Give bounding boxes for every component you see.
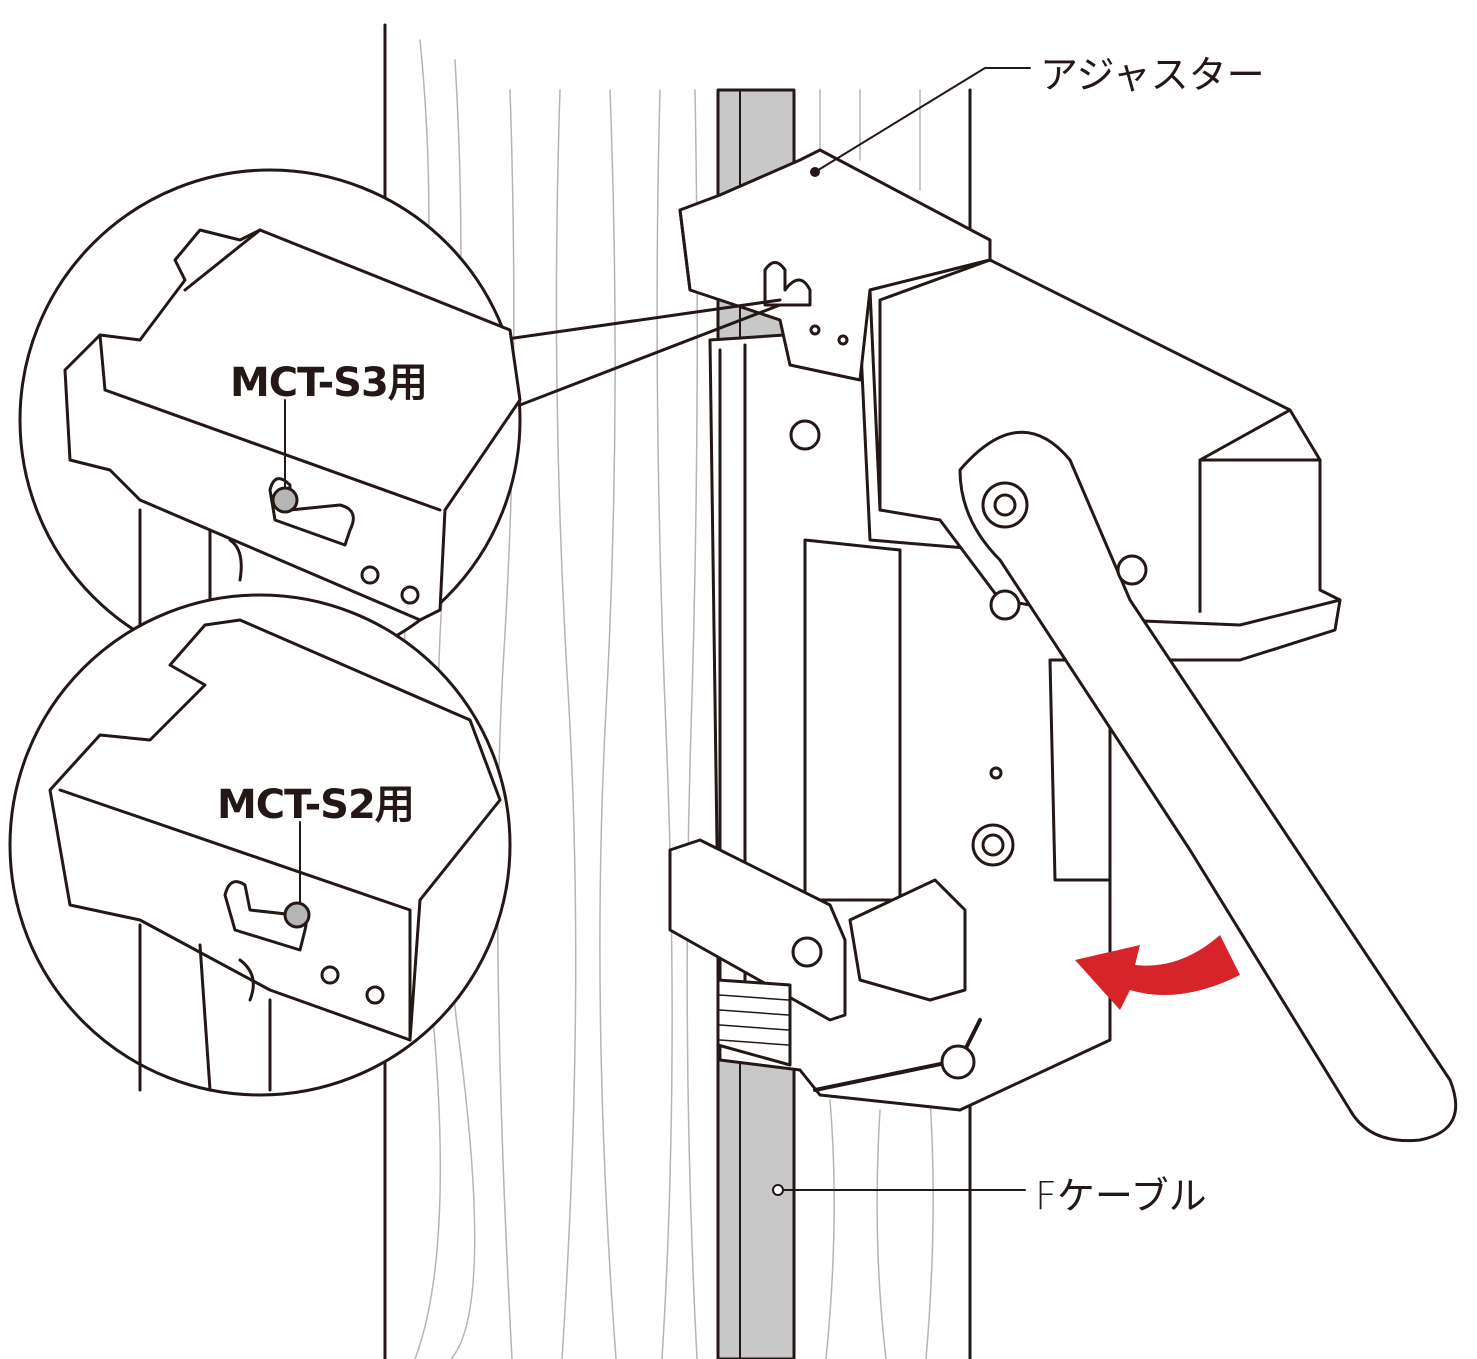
adjuster-pointer-dot (810, 167, 820, 177)
detail-s2-label: MCT-S2用 (217, 782, 415, 828)
detail-circle-s3 (18, 168, 782, 672)
cable-stapler-tool (668, 148, 1458, 1143)
detail-s3-label: MCT-S3用 (230, 360, 428, 406)
leader-lines (777, 67, 1031, 1191)
adjuster-label: アジャスター (1040, 53, 1265, 97)
cable-label: Fケーブル (1035, 1174, 1207, 1218)
detail-circle-s2 (8, 593, 512, 1097)
cable-pointer-dot (772, 1184, 784, 1196)
curved-arrow-icon (1075, 935, 1240, 1010)
